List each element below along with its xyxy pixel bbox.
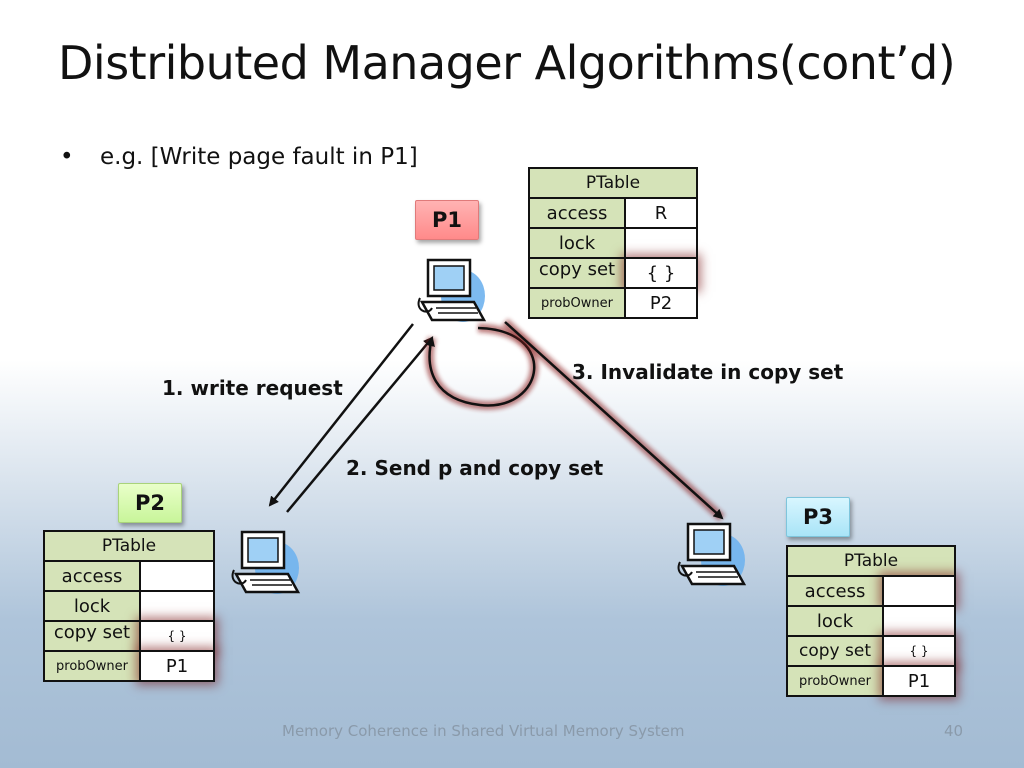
node-label-p1: P1 — [415, 200, 479, 240]
ptable-key-lock: lock — [528, 227, 626, 259]
ptable-value-probowner: P1 — [882, 665, 956, 697]
slide-title: Distributed Manager Algorithms(cont’d) — [58, 36, 956, 90]
computer-icon-p3 — [677, 522, 747, 586]
node-label-p2: P2 — [118, 483, 182, 523]
write-request-arrow — [286, 336, 434, 513]
ptable-key-copy-set: copy set — [528, 257, 626, 289]
slide-footer: Memory Coherence in Shared Virtual Memor… — [282, 722, 685, 740]
ptable-header: PTable — [786, 545, 956, 577]
ptable-key-access: access — [528, 197, 626, 229]
bullet-marker: • — [60, 144, 74, 170]
ptable-value-access — [139, 560, 215, 592]
ptable-header: PTable — [43, 530, 215, 562]
bullet-text: e.g. [Write page fault in P1] — [100, 144, 418, 170]
edge-label-invalidate: 3. Invalidate in copy set — [572, 360, 844, 384]
ptable-p2: PTable access lock copy set{ } probOwner… — [43, 530, 215, 682]
edge-label-write-request: 1. write request — [162, 376, 343, 400]
send-page-arrow — [268, 323, 414, 507]
ptable-value-lock — [882, 605, 956, 637]
ptable-key-probowner: probOwner — [786, 665, 884, 697]
ptable-value-access — [882, 575, 956, 607]
ptable-value-access: R — [624, 197, 698, 229]
ptable-value-lock — [624, 227, 698, 259]
computer-icon-p1 — [417, 258, 487, 322]
ptable-key-access: access — [786, 575, 884, 607]
bullet-item: • e.g. [Write page fault in P1] — [60, 144, 418, 170]
ptable-key-lock: lock — [43, 590, 141, 622]
ptable-value-probowner: P1 — [139, 650, 215, 682]
edge-label-send-page: 2. Send p and copy set — [346, 456, 604, 480]
ptable-key-probowner: probOwner — [43, 650, 141, 682]
ptable-value-probowner: P2 — [624, 287, 698, 319]
ptable-key-access: access — [43, 560, 141, 592]
ptable-key-copy-set: copy set — [786, 635, 884, 667]
ptable-p3: PTable access lock copy set{ } probOwner… — [786, 545, 956, 697]
invalidate-arrow — [504, 321, 724, 520]
page-number: 40 — [944, 722, 964, 740]
ptable-key-probowner: probOwner — [528, 287, 626, 319]
ptable-key-copy-set: copy set — [43, 620, 141, 652]
ptable-value-copy-set: { } — [624, 257, 698, 289]
ptable-value-copy-set: { } — [882, 635, 956, 667]
ptable-header: PTable — [528, 167, 698, 199]
ptable-value-lock — [139, 590, 215, 622]
ptable-key-lock: lock — [786, 605, 884, 637]
ptable-value-copy-set: { } — [139, 620, 215, 652]
node-label-p3: P3 — [786, 497, 850, 537]
computer-icon-p2 — [231, 530, 301, 594]
